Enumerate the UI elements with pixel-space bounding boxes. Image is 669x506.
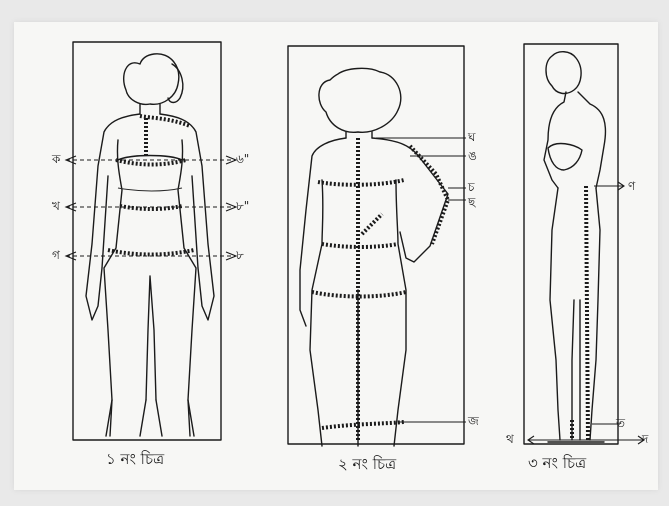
figure-2-sleeve-guides [448, 187, 466, 201]
figure-1-shoulder-tape [139, 114, 191, 128]
figure-1-arrows [64, 155, 238, 261]
figure-1-hair [122, 53, 180, 106]
figure-2-guides [376, 137, 466, 423]
figure-1-drawing [64, 41, 238, 441]
figure-2-body [299, 67, 451, 447]
figure-1-hip-tape [107, 248, 195, 257]
figure-1-bust-line [117, 154, 183, 161]
figure-1-right-arm [159, 113, 215, 321]
figure-2-waist-tape [321, 242, 399, 249]
figure-1-chest-tape [115, 158, 187, 167]
figure-1-feet [109, 399, 191, 437]
figure-2-marker-sleeve-bottom: ছ [468, 195, 476, 209]
figure-1-torso-outline [103, 139, 197, 437]
figure-3-marker-waist: ণ [628, 179, 636, 193]
figure-1-marker-chest-left: ক [52, 152, 61, 166]
figure-2-marker-sleeve-top: চ [468, 180, 475, 194]
figure-3-body [543, 51, 607, 443]
figure-3-marker-ankle: ত [616, 416, 626, 430]
figure-3-legs-outline [549, 187, 601, 441]
figure-1-left-arm [85, 113, 141, 321]
figure-1-marker-waist-left: খ [52, 199, 60, 213]
figure-2-marker-top: ঘ [468, 130, 476, 144]
figure-2-hip-tape [311, 290, 407, 299]
figure-2-hem-tape [321, 420, 405, 430]
figure-3-hair [545, 51, 582, 95]
figure-1-hip-arrowheads [64, 251, 238, 261]
figure-3-marker-foot-right: দ [642, 432, 649, 446]
figure-2-neck [345, 131, 373, 139]
figure-2-torso-outline [309, 179, 407, 447]
figure-3-guides [527, 181, 645, 445]
figure-2-frame [287, 45, 465, 445]
figure-2-sleeve-tape [408, 144, 451, 245]
figure-3-frame [523, 43, 619, 445]
figure-2-right-arm [371, 137, 449, 263]
figure-2-marker-neck: ঙ [468, 149, 477, 163]
figure-1-waist-arrowheads [64, 202, 238, 212]
figure-2-diagonal-tape [360, 212, 384, 236]
figure-3-waist-arrow [594, 181, 625, 191]
figure-1-chest-arrowheads [64, 155, 238, 165]
figure-2-hair [318, 67, 402, 133]
figure-3-caption: ৩ নং চিত্র [528, 454, 587, 472]
figure-3-folded-arms [547, 142, 583, 171]
figure-3-upper-body [543, 91, 607, 189]
figure-3-foot-arrow [527, 435, 645, 445]
figure-2-marker-bottom: জ [468, 414, 479, 428]
figure-3-leg-split [571, 299, 581, 441]
figure-1-frame [72, 41, 222, 441]
figure-1-caption: ১ নং চিত্র [106, 450, 165, 468]
figure-1-leg-split [145, 275, 157, 401]
figure-1-marker-hip-left: গ [52, 248, 60, 262]
figure-3-drawing [523, 43, 645, 445]
figure-1-marker-hip-right: ৮ [236, 248, 244, 262]
figure-2-left-arm [299, 137, 347, 327]
figure-1-marker-waist-right: ৮" [236, 199, 250, 213]
figure-3-marker-foot-left: থ [506, 432, 514, 446]
figure-2-drawing [287, 45, 466, 447]
figure-1-midriff [117, 187, 183, 192]
figure-1-body [85, 53, 215, 437]
figure-2-caption: ২ নং চিত্র [338, 455, 397, 473]
figure-1-neck [139, 103, 161, 115]
figure-1-marker-chest-right: ৬" [236, 152, 250, 166]
figure-2-back-tape [317, 178, 405, 187]
figure-3-length-tape [584, 185, 590, 441]
figure-1-hair-curl [167, 63, 184, 104]
